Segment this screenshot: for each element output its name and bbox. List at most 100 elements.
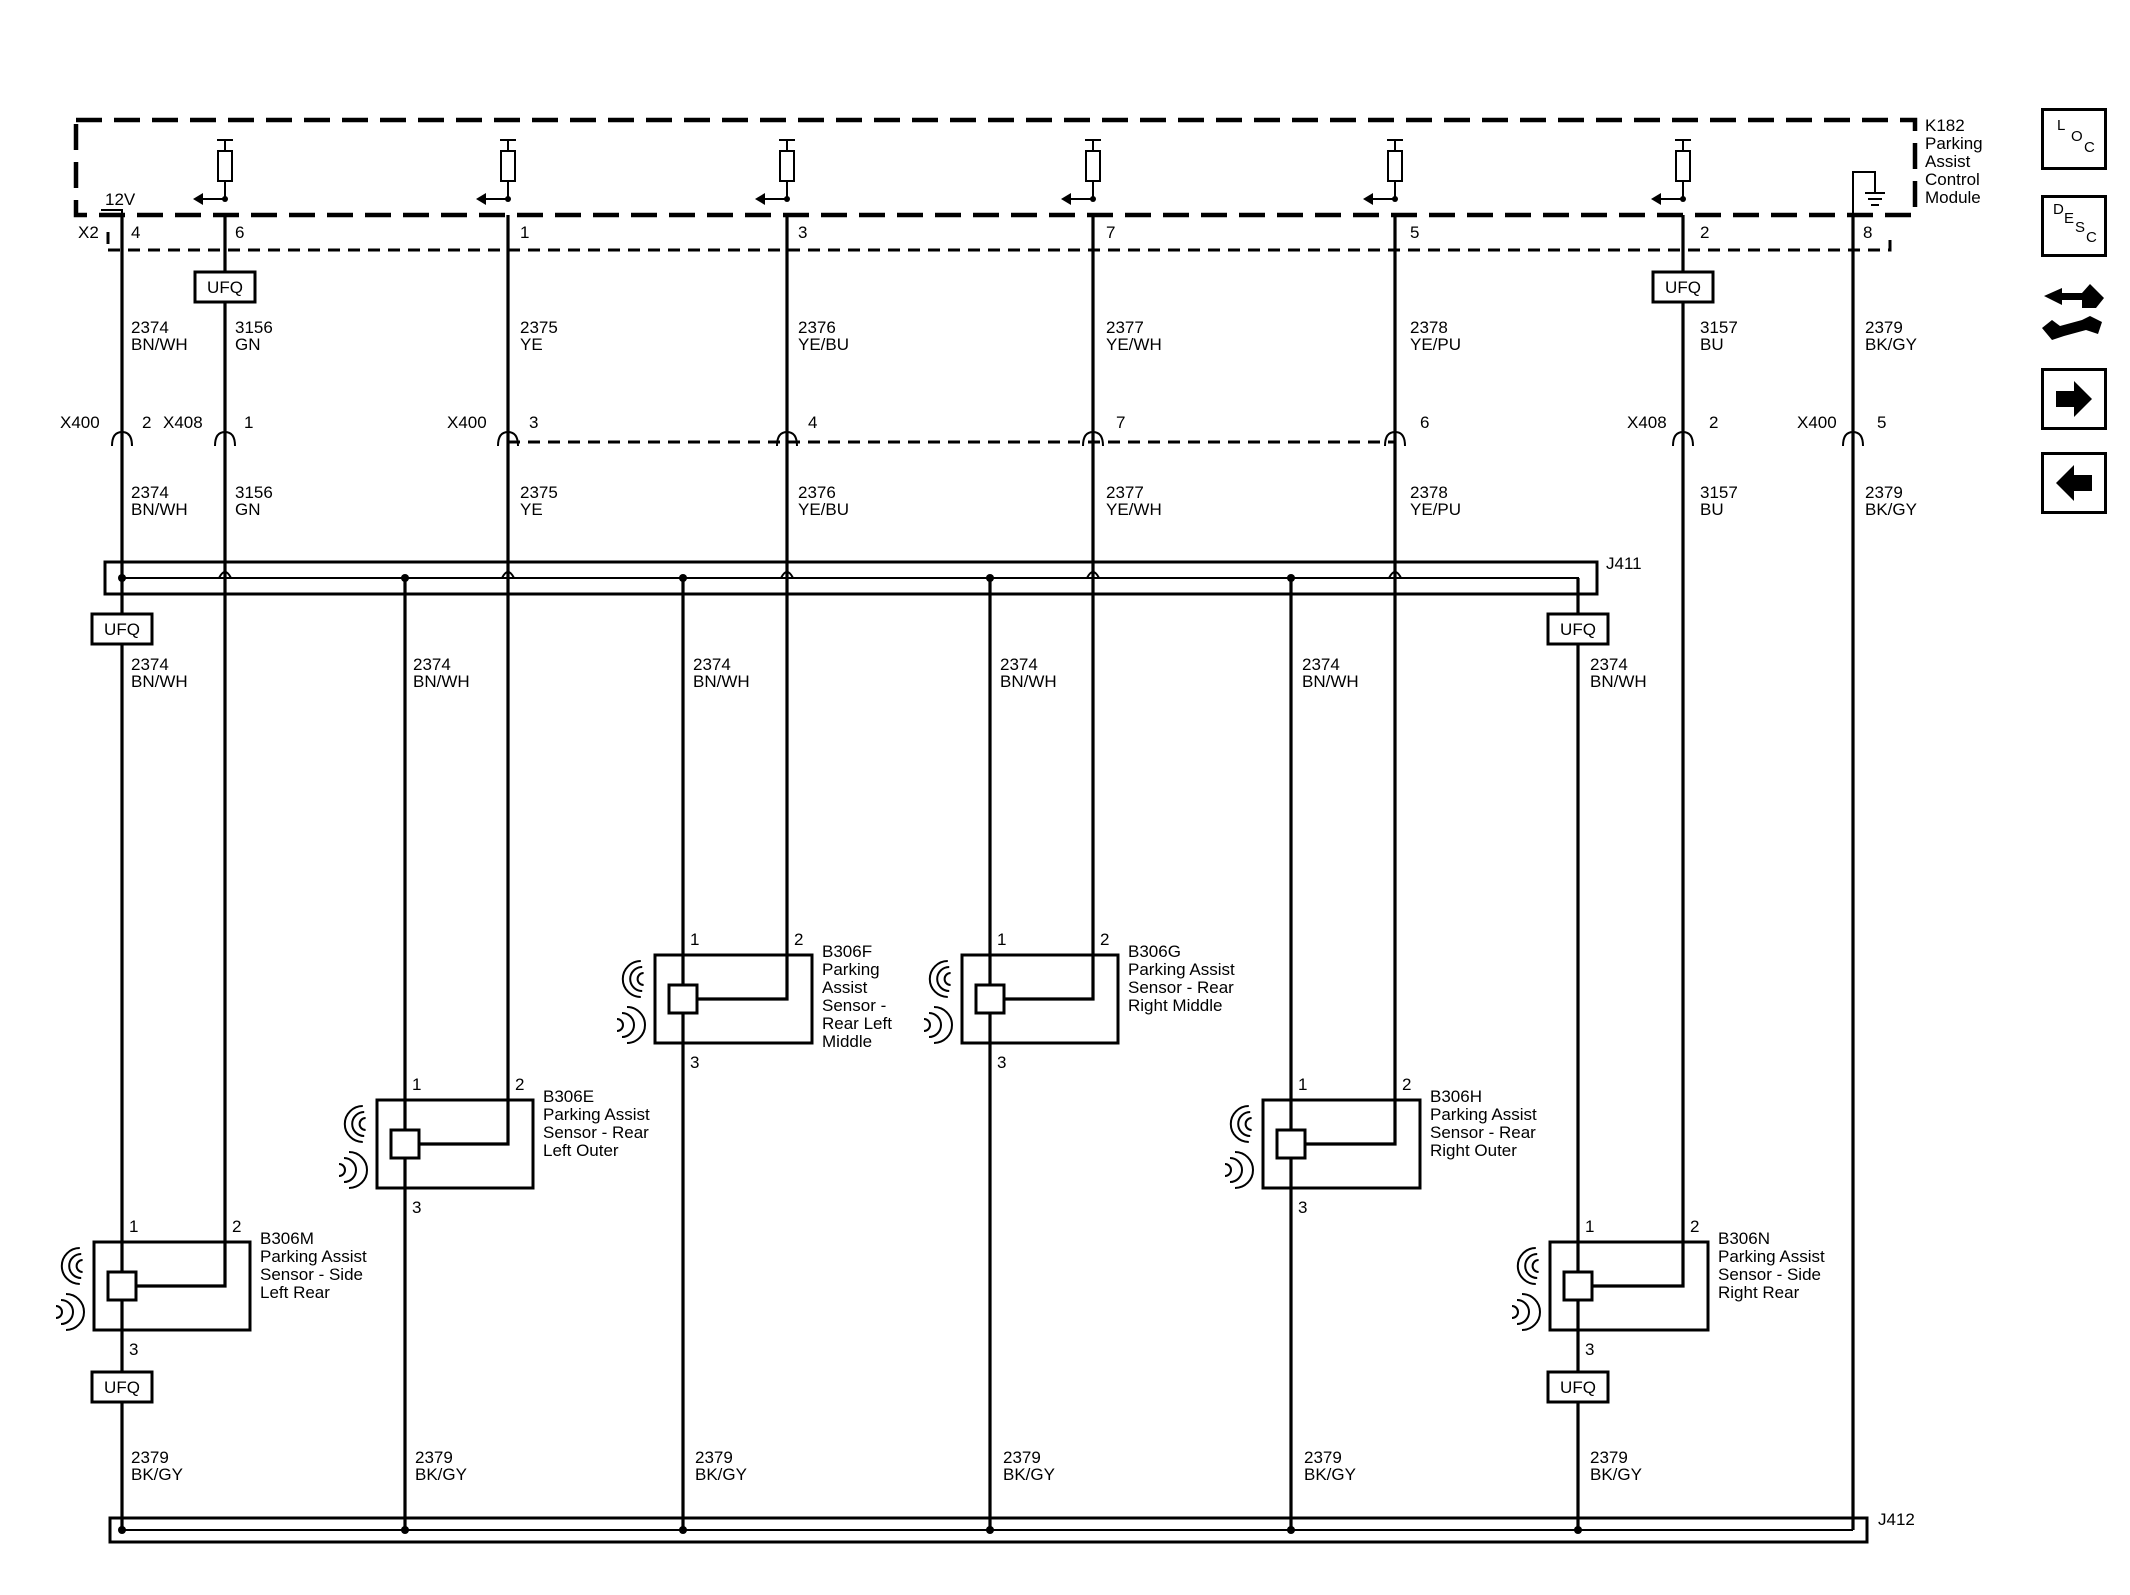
driver-symbol (476, 139, 516, 205)
wire-circuit: 2378 (1410, 318, 1448, 337)
desc-letter: S (2075, 219, 2086, 236)
sensor-pin: 2 (1100, 930, 1109, 949)
wire-circuit: 2379 (415, 1448, 453, 1467)
wire-circuit: 2379 (1865, 483, 1903, 502)
sensor-description: Right Rear (1718, 1283, 1800, 1302)
inline-connector-name: X400 (1797, 413, 1837, 432)
wire-color: YE/PU (1410, 500, 1461, 519)
wire-circuit: 2374 (1302, 655, 1340, 674)
ultrasonic-wave-icon (1224, 1105, 1254, 1189)
wire-circuit: 2374 (413, 655, 451, 674)
module-name-4: Module (1925, 188, 1981, 207)
loc-button[interactable]: L O C (2041, 108, 2107, 170)
connector-repair-icon[interactable] (2038, 278, 2110, 348)
inline-connector (776, 430, 798, 447)
sensor-description: Parking Assist (543, 1105, 650, 1124)
driver-symbol (1363, 139, 1403, 205)
previous-arrow-icon (2056, 465, 2092, 501)
module-name-3: Control (1925, 170, 1980, 189)
wire-color: BK/GY (1304, 1465, 1356, 1484)
wire-color: BN/WH (1302, 672, 1359, 691)
inline-connector-pin: 6 (1420, 413, 1429, 432)
svg-text:UFQ: UFQ (207, 278, 243, 297)
ultrasonic-wave-icon (616, 960, 646, 1044)
sensor-description: Parking Assist (260, 1247, 367, 1266)
previous-arrow-button[interactable] (2041, 452, 2107, 514)
ufq-box: UFQ (1651, 270, 1715, 304)
module-name-2: Assist (1925, 152, 1971, 171)
sensor-description: Right Outer (1430, 1141, 1517, 1160)
driver-symbol (1651, 139, 1691, 205)
sensor-description: Left Outer (543, 1141, 619, 1160)
wire-circuit: 3157 (1700, 318, 1738, 337)
ultrasonic-wave-icon (923, 960, 953, 1044)
wire-color: YE (520, 500, 543, 519)
sensor-id: B306F (822, 942, 872, 961)
wire-color: BN/WH (131, 335, 188, 354)
splice-pack-j412 (108, 1516, 1869, 1544)
inline-connector (1672, 430, 1694, 447)
inline-connector-pin: 2 (142, 413, 151, 432)
wire-circuit: 2379 (1590, 1448, 1628, 1467)
inline-connector (1384, 430, 1406, 447)
wire-color: BK/GY (1865, 500, 1917, 519)
wire-circuit: 2379 (1865, 318, 1903, 337)
next-arrow-button[interactable] (2041, 368, 2107, 430)
wire-circuit: 2378 (1410, 483, 1448, 502)
wire-color: BK/GY (415, 1465, 467, 1484)
module-pin: 4 (131, 223, 140, 242)
wire-circuit: 2374 (1000, 655, 1038, 674)
wire-circuit: 2374 (693, 655, 731, 674)
sensor-pin: 1 (690, 930, 699, 949)
wire-color: YE/WH (1106, 335, 1162, 354)
sensor-id: B306G (1128, 942, 1181, 961)
ultrasonic-wave-icon (55, 1247, 85, 1331)
module-pin: 6 (235, 223, 244, 242)
sensor-pin: 3 (997, 1053, 1006, 1072)
inline-connector-pin: 1 (244, 413, 253, 432)
ufq-box: UFQ (193, 270, 257, 304)
module-pin: 8 (1863, 223, 1872, 242)
svg-text:UFQ: UFQ (104, 620, 140, 639)
desc-button[interactable]: D E S C (2041, 195, 2107, 257)
inline-connector-pin: 2 (1709, 413, 1718, 432)
sensor-description: Sensor - (822, 996, 886, 1015)
desc-letter: C (2086, 229, 2097, 246)
wire-color: BN/WH (1000, 672, 1057, 691)
wire-color: BK/GY (131, 1465, 183, 1484)
sensor-pin: 3 (1298, 1198, 1307, 1217)
ultrasonic-wave-icon (1511, 1247, 1541, 1331)
sensor-id: B306H (1430, 1087, 1482, 1106)
module-pin: 3 (798, 223, 807, 242)
sensor-pin: 1 (129, 1217, 138, 1236)
wire-color: BN/WH (131, 500, 188, 519)
svg-text:UFQ: UFQ (104, 1378, 140, 1397)
sensor-description: Parking Assist (1718, 1247, 1825, 1266)
wire-color: YE/PU (1410, 335, 1461, 354)
inline-connector-pin: 7 (1116, 413, 1125, 432)
wire-circuit: 2374 (131, 318, 169, 337)
splice-pack-j411-label: J411 (1606, 554, 1642, 573)
module-connector-outline (108, 232, 1892, 252)
wire-circuit: 2379 (1304, 1448, 1342, 1467)
sensor-pin: 1 (1298, 1075, 1307, 1094)
sensor-id: B306E (543, 1087, 594, 1106)
ufq-box: UFQ (1546, 612, 1610, 646)
wire-circuit: 3156 (235, 483, 273, 502)
wire-circuit: 2379 (131, 1448, 169, 1467)
sensor-pin: 1 (412, 1075, 421, 1094)
desc-letter: D (2053, 201, 2064, 218)
sensor-description: Sensor - Side (260, 1265, 363, 1284)
sensor-pin: 1 (1585, 1217, 1594, 1236)
wire-circuit: 2375 (520, 483, 558, 502)
ufq-box: UFQ (90, 1370, 154, 1404)
wire-color: GN (235, 500, 261, 519)
inline-connector (1082, 430, 1104, 447)
inline-connector-name: X408 (1627, 413, 1667, 432)
sensor-pin: 2 (1690, 1217, 1699, 1236)
